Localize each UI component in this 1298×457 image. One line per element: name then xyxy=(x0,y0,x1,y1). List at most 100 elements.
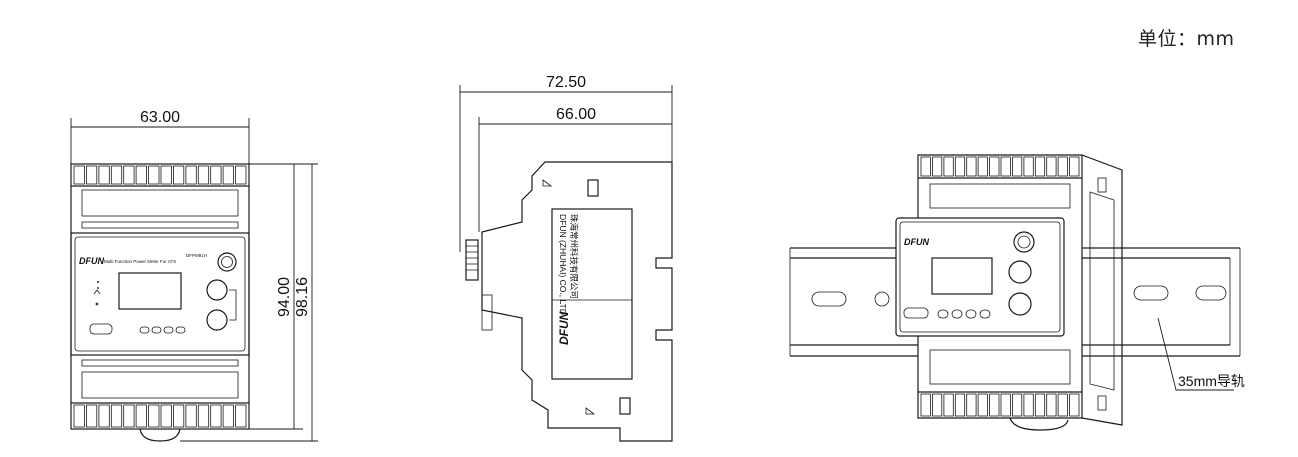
front-knob xyxy=(217,252,237,272)
terminal-fin xyxy=(1046,156,1057,177)
unit-label: 单位：mm xyxy=(1138,28,1235,50)
terminal-fin xyxy=(1012,393,1023,417)
side-clip-top xyxy=(587,179,599,197)
terminal-fin xyxy=(148,404,160,428)
terminal-fin xyxy=(185,404,197,428)
terminal-fin xyxy=(1034,393,1046,417)
iso-button-top xyxy=(1008,260,1032,284)
side-inner-dim-text: 66.00 xyxy=(556,106,596,123)
terminal-fin xyxy=(920,393,931,417)
front-model: DFPM91H xyxy=(186,253,207,258)
side-outer-dim-text: 72.50 xyxy=(546,74,586,91)
front-view: 63.00 DFUN Multi Function Power Meter Fo… xyxy=(70,109,318,442)
terminal-fin xyxy=(110,165,123,185)
terminal-fin xyxy=(932,393,943,417)
front-bottom-terminal-fins xyxy=(73,404,247,428)
iso-button-bottom xyxy=(1008,292,1032,316)
front-product-name: Multi Function Power Meter For ATS xyxy=(104,259,176,264)
iso-top-terminal-fins xyxy=(920,156,1080,177)
terminal-fin xyxy=(160,404,172,428)
led-indicator xyxy=(151,326,162,334)
front-brand: DFUN xyxy=(79,256,104,266)
terminal-fin xyxy=(920,156,931,177)
terminal-fin xyxy=(98,404,110,428)
side-clip-bottom xyxy=(619,397,631,415)
front-foot xyxy=(139,428,181,442)
terminal-fin xyxy=(86,165,98,185)
terminal-fin xyxy=(135,165,147,185)
terminal-fin xyxy=(148,165,160,185)
front-height-outer-dim-text: 98.16 xyxy=(294,277,311,317)
terminal-fin xyxy=(932,156,943,177)
terminal-fin xyxy=(1023,393,1034,417)
side-label-brand: DFUN xyxy=(557,311,571,345)
iso-bottom-terminal-fins xyxy=(920,393,1080,417)
terminal-fin xyxy=(977,393,988,417)
terminal-fin xyxy=(943,156,954,177)
iso-view: DFUN 35mm导轨 xyxy=(789,154,1245,431)
terminal-fin xyxy=(73,165,85,185)
side-label-company-cn: 珠海常州科技有限公司 xyxy=(569,214,579,299)
front-small-button xyxy=(89,323,113,335)
terminal-fin xyxy=(1012,156,1023,177)
front-width-dim-text: 63.00 xyxy=(140,109,180,126)
terminal-fin xyxy=(135,404,147,428)
terminal-fin xyxy=(172,165,185,185)
terminal-fin xyxy=(210,404,222,428)
led-indicator xyxy=(139,326,150,334)
led-indicator xyxy=(163,326,174,334)
rail-leader-line xyxy=(1157,317,1234,391)
side-label-company-en: DFUN (ZHUHAI) CO., LTD xyxy=(558,214,568,315)
terminal-fin xyxy=(1034,156,1046,177)
front-display xyxy=(118,272,182,310)
front-top-terminal-fins xyxy=(73,165,247,185)
terminal-fin xyxy=(86,404,98,428)
terminal-fin xyxy=(1000,393,1011,417)
front-face-panel xyxy=(70,232,250,356)
terminal-fin xyxy=(1023,156,1034,177)
terminal-fin xyxy=(222,404,234,428)
side-body-profile xyxy=(481,161,673,442)
terminal-fin xyxy=(1069,156,1080,177)
terminal-fin xyxy=(943,393,954,417)
terminal-fin xyxy=(989,156,1000,177)
terminal-fin xyxy=(954,393,966,417)
terminal-fin xyxy=(1057,156,1068,177)
terminal-fin xyxy=(966,393,977,417)
terminal-fin xyxy=(235,165,247,185)
terminal-fin xyxy=(160,165,172,185)
side-connector xyxy=(465,239,479,281)
terminal-fin xyxy=(1046,393,1057,417)
terminal-fin xyxy=(966,156,977,177)
terminal-fin xyxy=(235,404,247,428)
terminal-fin xyxy=(989,393,1000,417)
terminal-fin xyxy=(110,404,123,428)
terminal-fin xyxy=(954,156,966,177)
terminal-fin xyxy=(172,404,185,428)
terminal-fin xyxy=(197,404,210,428)
terminal-fin xyxy=(123,404,135,428)
front-height-dim-text: 94.00 xyxy=(276,277,293,317)
front-led-row xyxy=(139,326,186,334)
terminal-fin xyxy=(1000,156,1011,177)
terminal-fin xyxy=(1069,393,1080,417)
terminal-fin xyxy=(1057,393,1068,417)
terminal-fin xyxy=(73,404,85,428)
terminal-fin xyxy=(185,165,197,185)
front-body xyxy=(70,163,250,430)
terminal-fin xyxy=(977,156,988,177)
front-button-bottom xyxy=(206,309,228,331)
rail-label: 35mm导轨 xyxy=(1178,373,1245,389)
iso-display xyxy=(931,257,993,295)
led-indicator xyxy=(175,326,186,334)
iso-knob xyxy=(1013,231,1035,253)
iso-brand: DFUN xyxy=(904,237,929,247)
terminal-fin xyxy=(210,165,222,185)
side-label-panel xyxy=(551,208,633,380)
terminal-fin xyxy=(123,165,135,185)
terminal-fin xyxy=(197,165,210,185)
terminal-fin xyxy=(98,165,110,185)
front-button-top xyxy=(206,279,228,301)
terminal-fin xyxy=(222,165,234,185)
